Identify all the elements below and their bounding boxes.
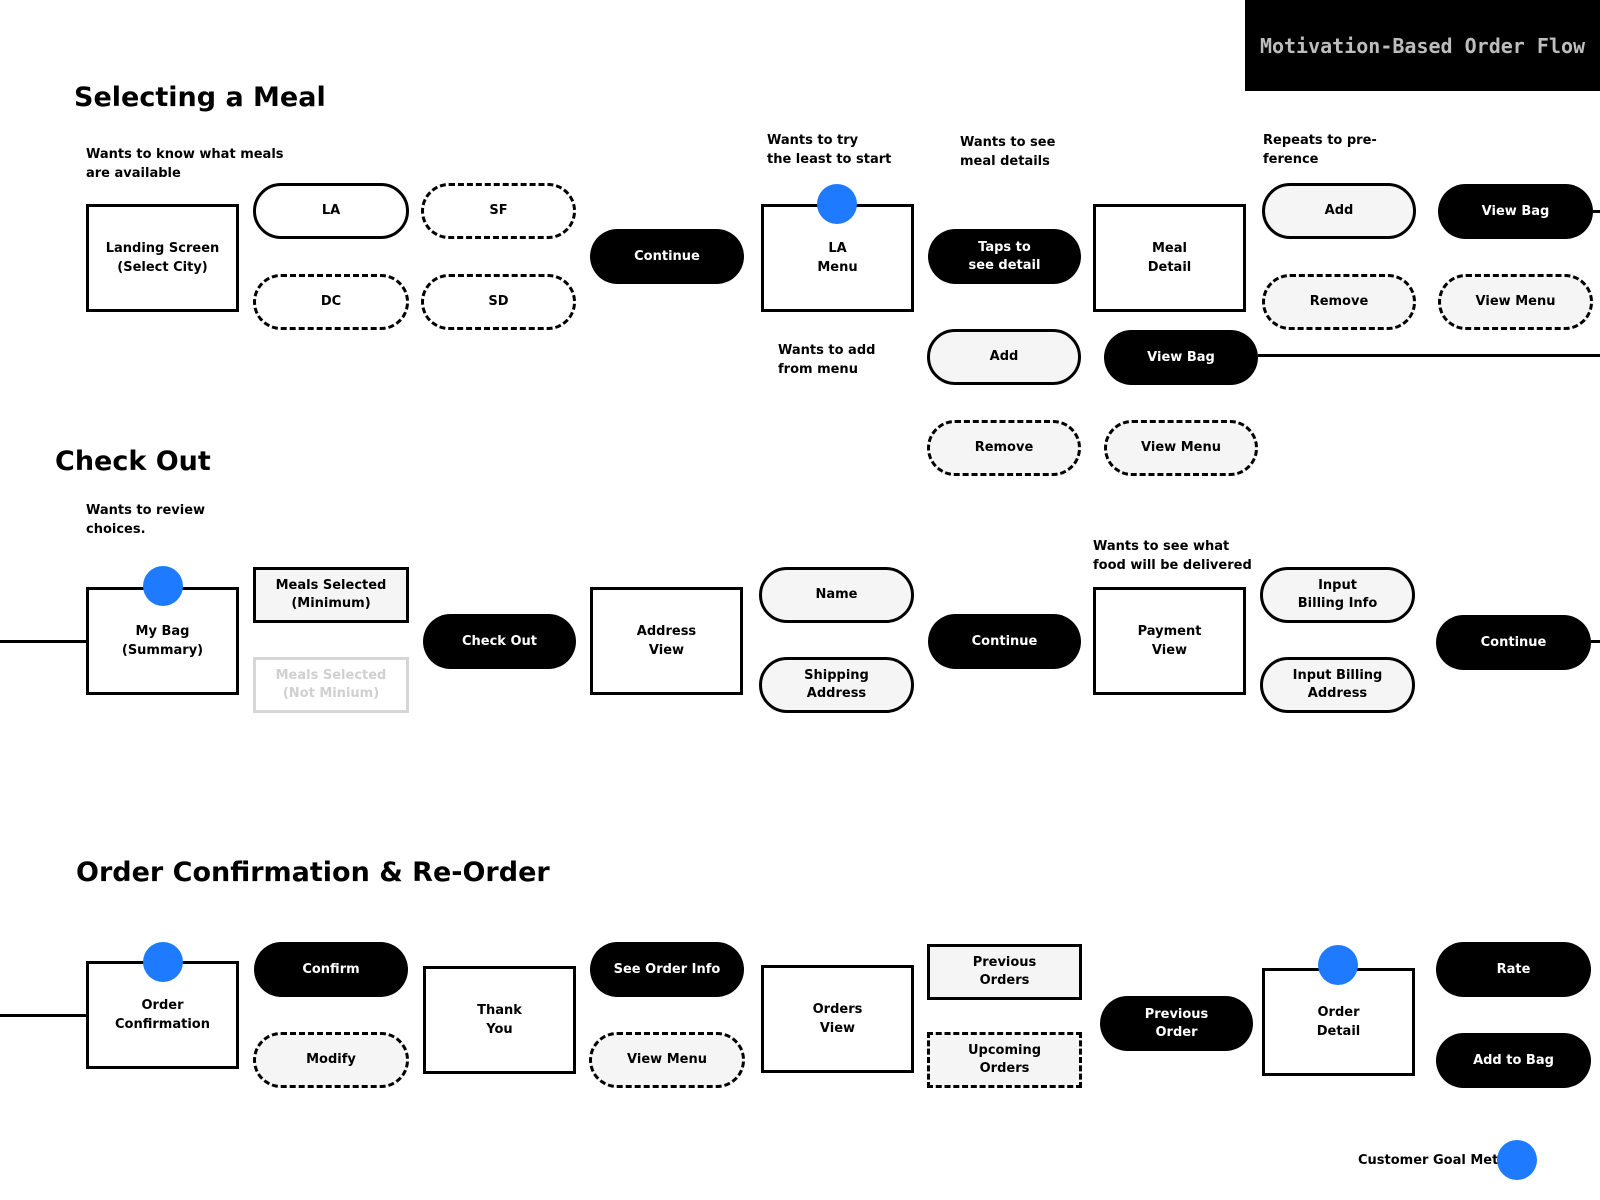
rate-button[interactable]: Rate: [1436, 942, 1591, 997]
continue-to-payment-button[interactable]: Continue: [928, 614, 1081, 669]
city-la-button[interactable]: LA: [253, 183, 409, 239]
orders-view-screen: Orders View: [761, 965, 914, 1073]
connector-line: [1591, 640, 1600, 643]
note-repeats: Repeats to pre- ference: [1263, 133, 1377, 167]
landing-screen: Landing Screen (Select City): [86, 204, 239, 312]
continue-to-confirmation-button[interactable]: Continue: [1436, 615, 1591, 670]
city-sd-button[interactable]: SD: [421, 274, 576, 330]
city-dc-button[interactable]: DC: [253, 274, 409, 330]
meal-detail-screen: Meal Detail: [1093, 204, 1246, 312]
connector-line: [0, 1014, 86, 1017]
detail-view-bag-button[interactable]: View Bag: [1438, 184, 1593, 239]
previous-orders-tab[interactable]: Previous Orders: [927, 944, 1082, 1000]
goal-met-marker: [143, 942, 183, 982]
upcoming-orders-tab[interactable]: Upcoming Orders: [927, 1032, 1082, 1088]
goal-met-marker: [143, 566, 183, 606]
section-title-selecting: Selecting a Meal: [74, 82, 326, 113]
note-try-least: Wants to try the least to start: [767, 133, 892, 167]
billing-address-field[interactable]: Input Billing Address: [1260, 657, 1415, 713]
name-field[interactable]: Name: [759, 567, 914, 623]
continue-button[interactable]: Continue: [590, 229, 744, 284]
previous-order-button[interactable]: Previous Order: [1100, 996, 1253, 1051]
menu-remove-button[interactable]: Remove: [927, 420, 1081, 476]
taps-see-detail-button[interactable]: Taps to see detail: [928, 229, 1081, 284]
note-add-from-menu: Wants to add from menu: [778, 343, 876, 377]
modify-button[interactable]: Modify: [253, 1032, 409, 1088]
section-title-confirmation: Order Confirmation & Re-Order: [76, 857, 550, 888]
flow-title-banner: Motivation-Based Order Flow: [1245, 0, 1600, 91]
menu-add-button[interactable]: Add: [927, 329, 1081, 385]
goal-met-marker: [817, 184, 857, 224]
menu-view-bag-button[interactable]: View Bag: [1104, 330, 1258, 385]
connector-line: [1593, 210, 1600, 213]
billing-info-field[interactable]: Input Billing Info: [1260, 567, 1415, 623]
add-to-bag-button[interactable]: Add to Bag: [1436, 1033, 1591, 1088]
detail-add-button[interactable]: Add: [1262, 183, 1416, 239]
order-detail-screen: Order Detail: [1262, 968, 1415, 1076]
check-out-button[interactable]: Check Out: [423, 614, 576, 669]
address-view-screen: Address View: [590, 587, 743, 695]
meals-selected-minimum[interactable]: Meals Selected (Minimum): [253, 567, 409, 623]
connector-line: [0, 640, 86, 643]
note-see-details: Wants to see meal details: [960, 135, 1056, 169]
detail-remove-button[interactable]: Remove: [1262, 274, 1416, 330]
meals-selected-not-minimum: Meals Selected (Not Minium): [253, 657, 409, 713]
goal-met-marker: [1318, 945, 1358, 985]
section-title-checkout: Check Out: [55, 446, 211, 477]
confirm-button[interactable]: Confirm: [254, 942, 408, 997]
note-meals-available: Wants to know what meals are available: [86, 147, 284, 181]
payment-view-screen: Payment View: [1093, 587, 1246, 695]
note-delivered: Wants to see what food will be delivered: [1093, 539, 1252, 573]
note-review: Wants to review choices.: [86, 503, 206, 537]
detail-view-menu-button[interactable]: View Menu: [1438, 274, 1593, 330]
menu-view-menu-button[interactable]: View Menu: [1104, 420, 1258, 476]
view-menu-button[interactable]: View Menu: [589, 1032, 745, 1088]
connector-line: [1258, 354, 1600, 357]
city-sf-button[interactable]: SF: [421, 183, 576, 239]
see-order-info-button[interactable]: See Order Info: [590, 942, 744, 997]
legend-goal-met-dot: [1497, 1140, 1537, 1180]
thank-you-screen: Thank You: [423, 966, 576, 1074]
shipping-address-field[interactable]: Shipping Address: [759, 657, 914, 713]
legend-label: Customer Goal Met: [1358, 1153, 1499, 1168]
